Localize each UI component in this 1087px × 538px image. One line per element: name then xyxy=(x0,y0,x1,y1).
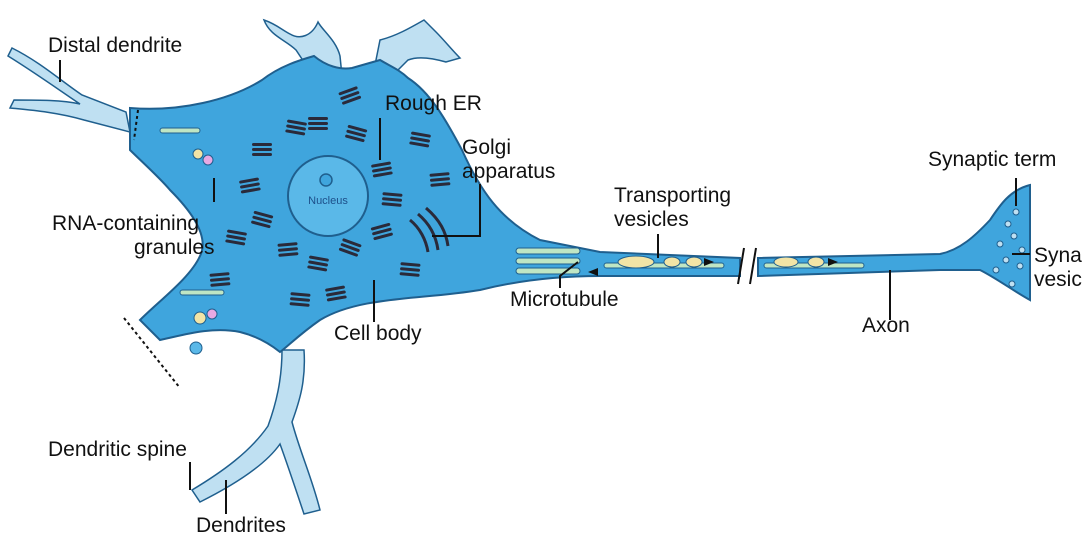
label-rough-er: Rough ER xyxy=(385,92,482,115)
label-microtubule: Microtubule xyxy=(510,288,619,311)
cell-body-shape xyxy=(124,56,1030,388)
label-golgi-line2: apparatus xyxy=(462,160,555,183)
label-synaptic-terminal: Synaptic term xyxy=(928,148,1056,171)
rough-er-stack xyxy=(290,292,311,307)
axon-break-right xyxy=(750,248,756,284)
label-dendritic-spine: Dendritic spine xyxy=(48,438,187,461)
nucleolus xyxy=(320,174,332,186)
distal-dendrite-branch xyxy=(8,48,130,132)
label-synaptic-vesicles-line2: vesic xyxy=(1034,268,1082,291)
rough-er-stack xyxy=(308,117,328,130)
label-dendrites: Dendrites xyxy=(196,514,286,537)
label-cell-body: Cell body xyxy=(334,322,422,345)
label-axon: Axon xyxy=(862,314,910,337)
label-distal-dendrite: Distal dendrite xyxy=(48,34,182,57)
axon-segment xyxy=(758,185,1030,300)
rough-er-stack xyxy=(209,272,230,287)
label-golgi-line1: Golgi xyxy=(462,136,511,159)
rough-er-stack xyxy=(382,192,403,207)
label-transporting-line1: Transporting xyxy=(614,184,731,207)
label-rna-line1: RNA-containing xyxy=(52,212,199,235)
nucleus: Nucleus xyxy=(288,156,368,236)
label-rna-line2: granules xyxy=(134,236,215,259)
bottom-dendrite-branch xyxy=(192,350,320,514)
rough-er-stack xyxy=(277,242,298,257)
label-transporting-line2: vesicles xyxy=(614,208,689,231)
nucleus-label: Nucleus xyxy=(308,195,348,207)
label-synaptic-vesicles-line1: Syna xyxy=(1034,244,1082,267)
rough-er-stack xyxy=(429,172,450,187)
rough-er-stack xyxy=(252,143,272,156)
rough-er-stack xyxy=(400,262,421,277)
